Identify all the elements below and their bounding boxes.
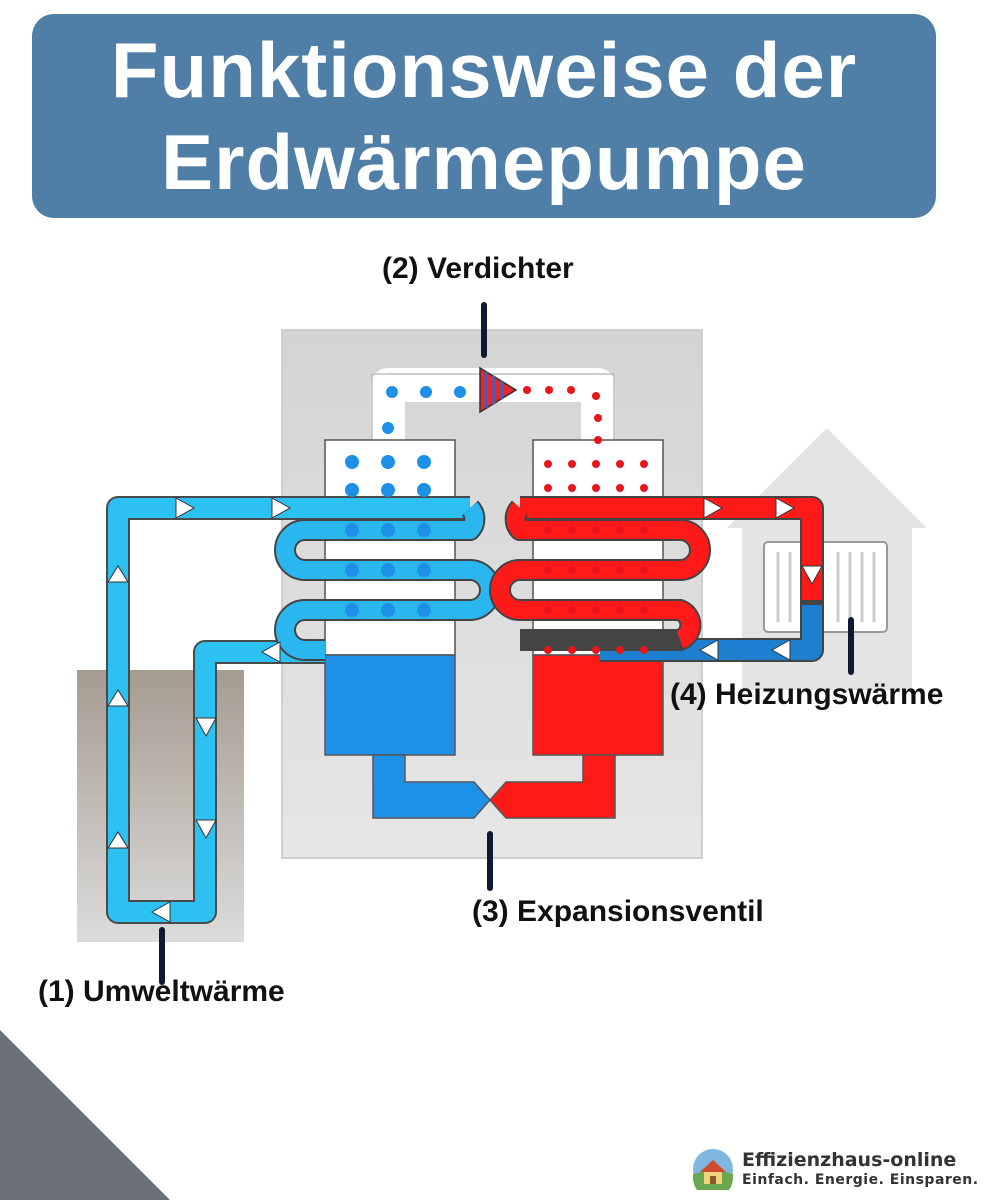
condenser-reservoir xyxy=(532,654,664,756)
label-verdichter: (2) Verdichter xyxy=(382,252,574,285)
flow-arrows xyxy=(107,497,823,923)
radiator-icon xyxy=(763,541,888,633)
cold-bottom-pipe xyxy=(372,754,492,819)
label-umweltwaerme: (1) Umweltwärme xyxy=(38,975,285,1008)
title-line-1: Funktionsweise der xyxy=(110,26,858,114)
brand-slogan: Einfach. Energie. Einsparen. xyxy=(742,1172,979,1188)
title-line-2: Erdwärmepumpe xyxy=(161,118,807,206)
title-banner: Funktionsweise der Erdwärmepumpe xyxy=(32,14,936,218)
label-heizungswaerme: (4) Heizungswärme xyxy=(670,678,944,711)
hot-bottom-pipe xyxy=(488,754,616,819)
label-expansionsventil: (3) Expansionsventil xyxy=(472,895,764,928)
brand-logo: Effizienzhaus-online Einfach. Energie. E… xyxy=(692,1148,979,1190)
brand-name: Effizienzhaus-online xyxy=(742,1149,957,1171)
corner-decoration xyxy=(0,1030,170,1200)
evaporator-upper xyxy=(324,439,456,656)
house-logo-icon xyxy=(693,1149,733,1190)
evaporator-reservoir xyxy=(324,654,456,756)
pointer-lines xyxy=(159,302,854,985)
cold-dots xyxy=(345,386,466,617)
hot-dots xyxy=(523,386,648,654)
compressor-icon xyxy=(479,366,518,414)
condenser-upper xyxy=(532,439,664,656)
